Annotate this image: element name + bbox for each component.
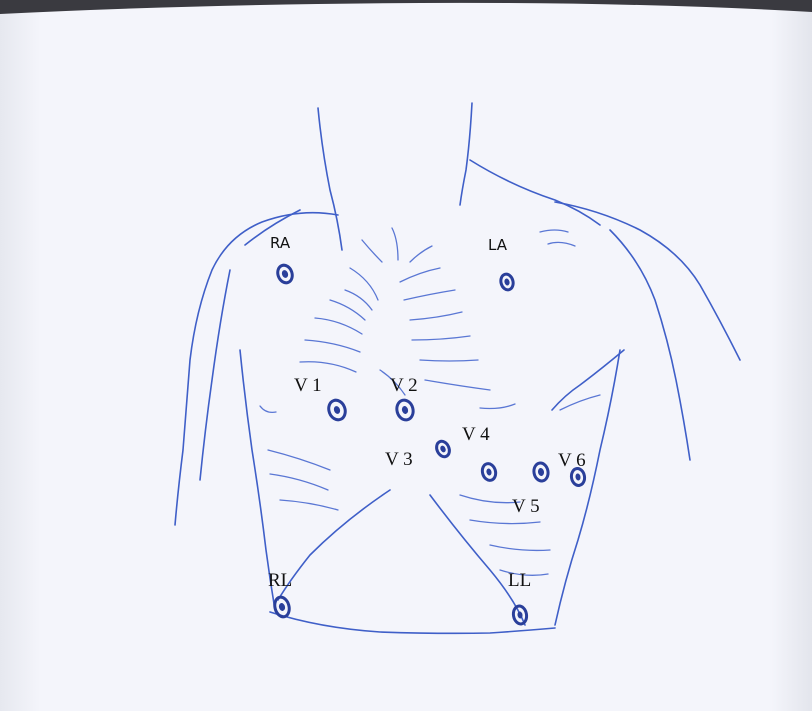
label-v1: V 1 — [294, 375, 322, 397]
label-v2: V 2 — [390, 375, 418, 397]
label-ll: LL — [508, 570, 531, 592]
label-ra: RA — [270, 234, 290, 252]
label-v5: V 5 — [512, 496, 540, 518]
label-rl: RL — [268, 570, 292, 592]
label-v4: V 4 — [462, 424, 490, 446]
label-la: LA — [488, 236, 507, 254]
label-v3: V 3 — [385, 449, 413, 471]
label-v6: V 6 — [558, 450, 586, 472]
